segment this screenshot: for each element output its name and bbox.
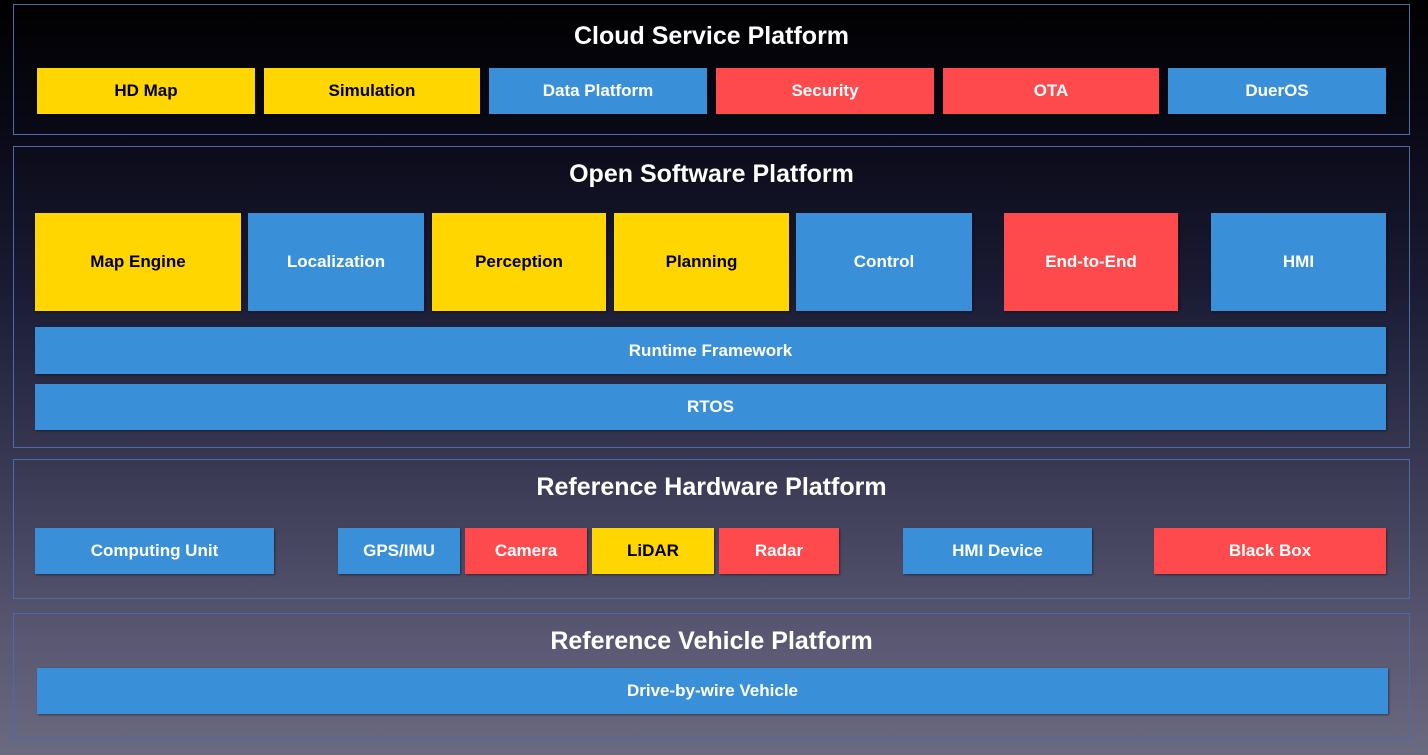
- drive-by-wire-vehicle-box: Drive-by-wire Vehicle: [37, 668, 1388, 714]
- perception-box: Perception: [432, 213, 606, 311]
- simulation-box: Simulation: [264, 68, 480, 114]
- hd-map-box: HD Map: [37, 68, 255, 114]
- radar-box: Radar: [719, 528, 839, 574]
- lidar-box: LiDAR: [592, 528, 714, 574]
- reference-vehicle-platform-title: Reference Vehicle Platform: [550, 627, 873, 655]
- reference-hardware-platform-title: Reference Hardware Platform: [536, 473, 887, 501]
- localization-box: Localization: [248, 213, 424, 311]
- rtos-box: RTOS: [35, 384, 1386, 430]
- cloud-service-platform-layer: Cloud Service Platform: [13, 4, 1410, 135]
- security-box: Security: [716, 68, 934, 114]
- reference-hardware-platform-layer: Reference Hardware Platform: [13, 459, 1410, 599]
- end-to-end-box: End-to-End: [1004, 213, 1178, 311]
- map-engine-box: Map Engine: [35, 213, 241, 311]
- reference-vehicle-platform-layer: Reference Vehicle Platform: [13, 613, 1410, 740]
- ota-box: OTA: [943, 68, 1159, 114]
- data-platform-box: Data Platform: [489, 68, 707, 114]
- hmi-box: HMI: [1211, 213, 1386, 311]
- control-box: Control: [796, 213, 972, 311]
- gps-imu-box: GPS/IMU: [338, 528, 460, 574]
- cloud-service-platform-title: Cloud Service Platform: [573, 22, 850, 50]
- camera-box: Camera: [465, 528, 587, 574]
- open-software-platform-title: Open Software Platform: [569, 160, 854, 188]
- runtime-framework-box: Runtime Framework: [35, 327, 1386, 374]
- dueros-box: DuerOS: [1168, 68, 1386, 114]
- computing-unit-box: Computing Unit: [35, 528, 274, 574]
- planning-box: Planning: [614, 213, 789, 311]
- open-software-platform-layer: Open Software Platform: [13, 146, 1410, 448]
- black-box-box: Black Box: [1154, 528, 1386, 574]
- hmi-device-box: HMI Device: [903, 528, 1092, 574]
